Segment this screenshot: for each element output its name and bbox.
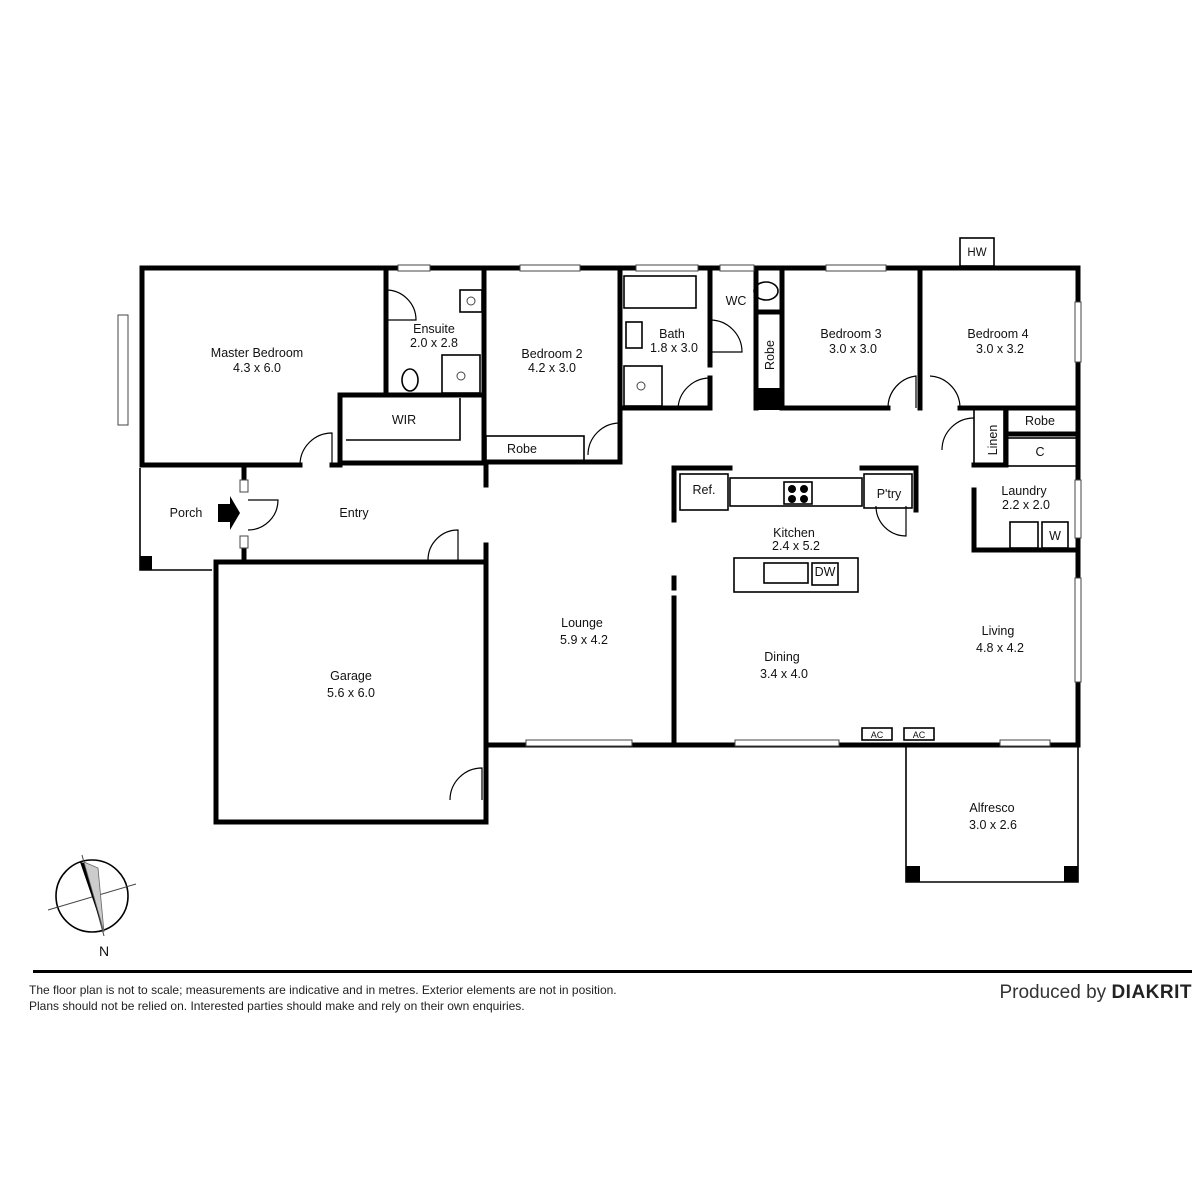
alfresco-dims: 3.0 x 2.6 (969, 818, 1017, 832)
brand-logo: DIAKRIT (1111, 982, 1192, 1003)
ac-unit-2 (903, 727, 935, 741)
compass-icon: N (47, 854, 137, 959)
garage-dims: 5.6 x 6.0 (327, 686, 375, 700)
bedroom3-label: Bedroom 3 (820, 327, 881, 341)
washer-label: W (1049, 529, 1061, 543)
footer-divider (33, 970, 1192, 973)
bath-fixtures (623, 275, 779, 407)
disclaimer-line-2: Plans should not be relied on. Intereste… (29, 999, 525, 1013)
cupboard (1005, 437, 1079, 467)
wc-label: WC (726, 294, 747, 308)
kitchen-label: Kitchen (773, 526, 815, 540)
laundry-label: Laundry (1001, 484, 1047, 498)
porch-label: Porch (170, 506, 203, 520)
bedroom3-dims: 3.0 x 3.0 (829, 342, 877, 356)
windows (117, 264, 1082, 747)
bedroom4-robe-label: Robe (1025, 414, 1055, 428)
bedroom2-robe-label: Robe (507, 442, 537, 456)
lounge-dims: 5.9 x 4.2 (560, 633, 608, 647)
dining-dims: 3.4 x 4.0 (760, 667, 808, 681)
linen-cupboard (973, 407, 1005, 465)
bedroom2-dims: 4.2 x 3.0 (528, 361, 576, 375)
master-bedroom-label: Master Bedroom (211, 346, 303, 360)
kitchen-dims: 2.4 x 5.2 (772, 539, 820, 553)
living-label: Living (982, 624, 1015, 638)
bedroom4-label: Bedroom 4 (967, 327, 1028, 341)
wir-label: WIR (392, 413, 416, 427)
disclaimer-line-1: The floor plan is not to scale; measurem… (29, 983, 617, 997)
bed4-robe (1005, 407, 1079, 435)
master-bedroom-dims: 4.3 x 6.0 (233, 361, 281, 375)
pillars (140, 388, 1078, 882)
producer-credit: Produced by DIAKRIT (999, 982, 1192, 1004)
bath-dims: 1.8 x 3.0 (650, 341, 698, 355)
cupboard-label: C (1035, 445, 1044, 459)
laundry-fixtures (1009, 521, 1069, 549)
hw-label: HW (967, 247, 986, 259)
produced-by-text: Produced by (999, 982, 1107, 1003)
alfresco-outline (905, 745, 1079, 883)
dining-label: Dining (764, 650, 799, 664)
room-labels: Master Bedroom 4.3 x 6.0 Ensuite 2.0 x 2… (170, 294, 1061, 832)
entry-label: Entry (339, 506, 369, 520)
porch-outline (139, 468, 212, 571)
ensuite-fixtures (401, 289, 483, 394)
garage-label: Garage (330, 669, 372, 683)
ac2-label: AC (913, 730, 926, 740)
ac-unit-1 (861, 727, 893, 741)
disclaimer: The floor plan is not to scale; measurem… (29, 982, 617, 1014)
kitchen-fixtures (679, 473, 913, 593)
linen-label: Linen (986, 425, 1000, 456)
living-dims: 4.8 x 4.2 (976, 641, 1024, 655)
alfresco-label: Alfresco (969, 801, 1014, 815)
bedroom2-label: Bedroom 2 (521, 347, 582, 361)
fridge-label: Ref. (693, 483, 716, 497)
compass-north-label: N (99, 943, 109, 959)
entry-arrow-icon (218, 496, 240, 530)
ensuite-label: Ensuite (413, 322, 455, 336)
laundry-dims: 2.2 x 2.0 (1002, 498, 1050, 512)
pantry-label: P'try (877, 487, 902, 501)
bedroom4-dims: 3.0 x 3.2 (976, 342, 1024, 356)
ac1-label: AC (871, 730, 884, 740)
wir-rail (346, 398, 461, 441)
bath-label: Bath (659, 327, 685, 341)
lounge-label: Lounge (561, 616, 603, 630)
ensuite-dims: 2.0 x 2.8 (410, 336, 458, 350)
bed2-robe (485, 435, 585, 463)
doors (247, 289, 975, 801)
bedroom3-robe-label: Robe (763, 340, 777, 370)
dishwasher-label: DW (815, 565, 836, 579)
